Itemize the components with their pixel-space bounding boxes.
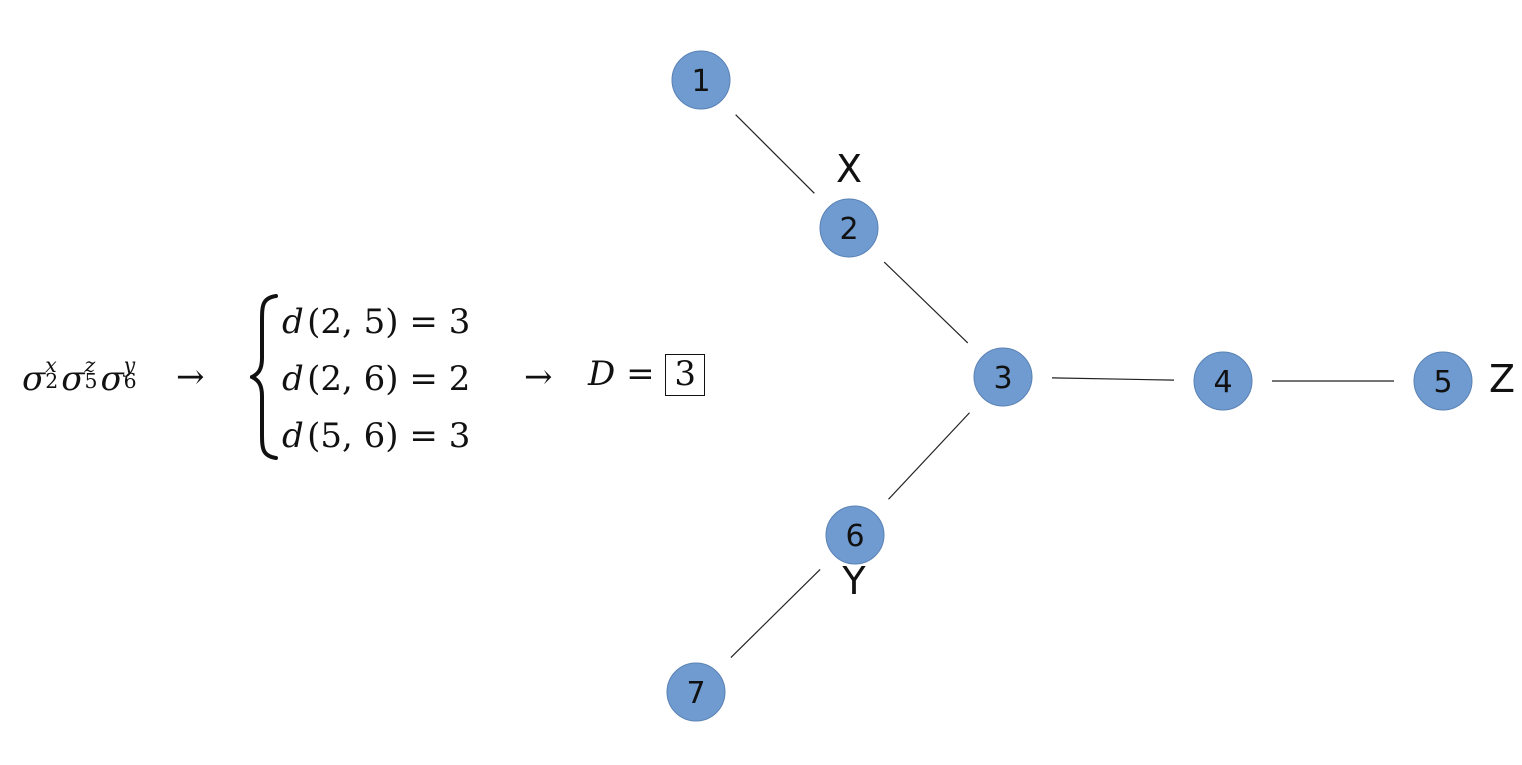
edge-1-2 xyxy=(735,114,815,194)
node-4 xyxy=(1193,351,1253,411)
node-label-4: 4 xyxy=(1213,365,1232,400)
case-line-3: d (5, 6) = 3 xyxy=(282,416,471,456)
edge-2-3 xyxy=(883,261,969,344)
edge-3-6 xyxy=(888,412,970,500)
distance-result: D = 3 xyxy=(588,354,706,396)
node-7 xyxy=(666,662,726,722)
node-label-2: 2 xyxy=(839,212,858,247)
result-variable: D xyxy=(588,354,616,394)
case-line-1: d (2, 5) = 3 xyxy=(282,302,471,342)
node-label-3: 3 xyxy=(993,361,1012,396)
node-6 xyxy=(825,505,885,565)
result-equals: = xyxy=(626,354,655,394)
arrow-1: → xyxy=(176,357,205,397)
node-5 xyxy=(1413,351,1473,411)
edge-3-4 xyxy=(1051,377,1175,381)
node-label-7: 7 xyxy=(686,676,705,711)
node-2 xyxy=(819,198,879,258)
node-label-1: 1 xyxy=(691,64,710,99)
node-3 xyxy=(973,347,1033,407)
node-label-5: 5 xyxy=(1433,365,1452,400)
pauli-label-5: Z xyxy=(1489,357,1515,401)
node-1 xyxy=(671,50,731,110)
pauli-label-2: X xyxy=(836,147,862,191)
arrow-2: → xyxy=(524,357,553,397)
cases-brace xyxy=(250,294,278,460)
node-label-6: 6 xyxy=(845,519,864,554)
pauli-label-6: Y xyxy=(841,559,866,603)
case-line-2: d (2, 6) = 2 xyxy=(282,359,471,399)
edge-6-7 xyxy=(730,569,821,658)
result-box: 3 xyxy=(665,354,706,396)
